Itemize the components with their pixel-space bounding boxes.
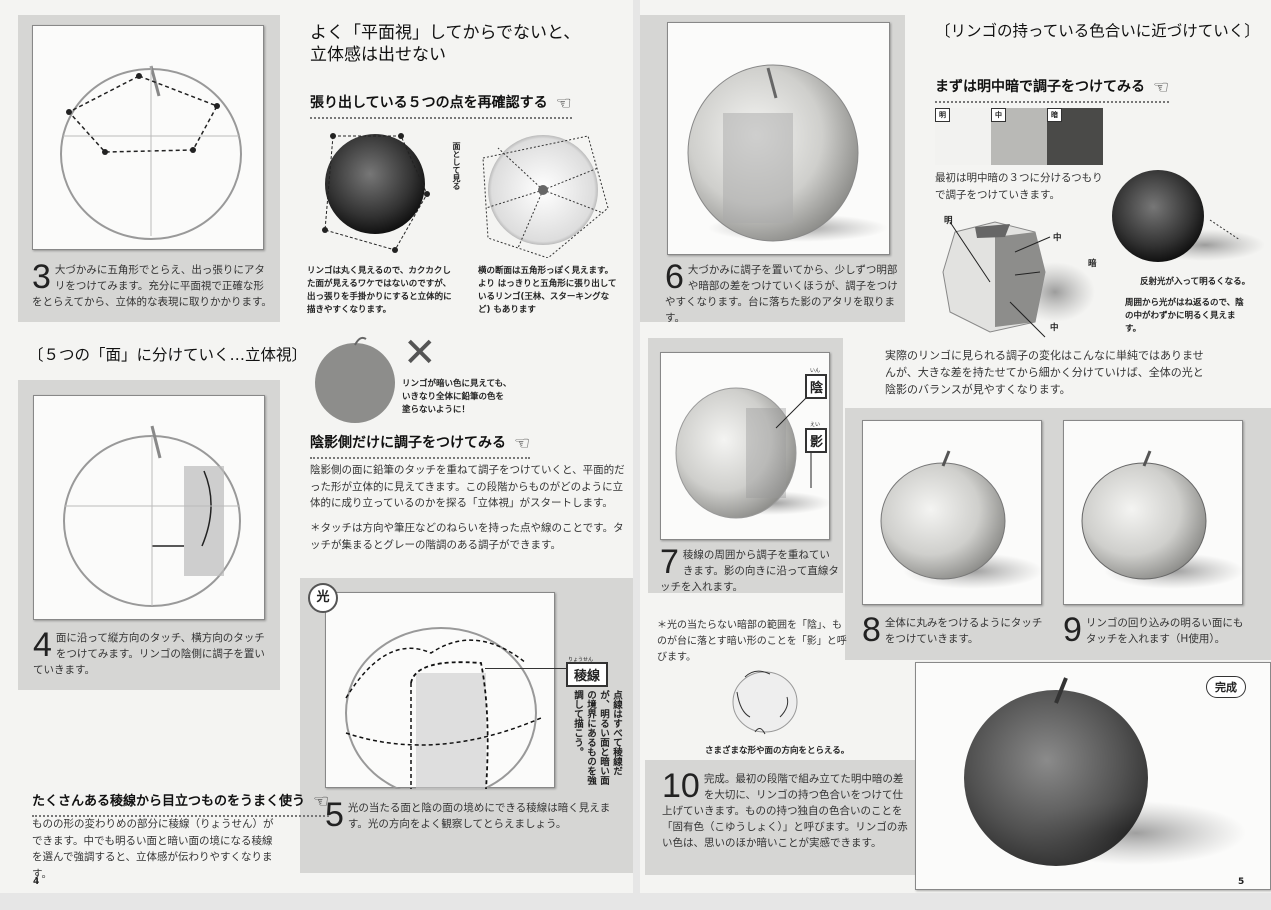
caption-cross-section: 横の断面は五角形っぽく見えます。より はっきりと五角形に張り出しているリンゴ(王… — [478, 266, 617, 315]
swatch-mid: 中 — [991, 108, 1047, 165]
step8-drawing — [862, 420, 1043, 605]
apple-top-view-photo — [322, 133, 430, 253]
pointing-hand-icon: ☜ — [514, 432, 531, 454]
five-points-heading: 張り出している５つの点を再確認する☜ — [310, 92, 572, 119]
shade-heading: 陰影側だけに調子をつけてみる☜ — [310, 432, 531, 459]
pointing-hand-icon: ☜ — [1153, 76, 1170, 98]
step3-drawing — [32, 25, 264, 250]
tone-paragraph: 実際のリンゴに見られる調子の変化はこんなに単純ではありませんが、大きな差を持たせ… — [885, 349, 1204, 396]
apple-cross-section-photo — [482, 135, 609, 258]
tone-heading: まずは明中暗で調子をつけてみる☜ — [935, 76, 1170, 103]
finished-drawing — [915, 662, 1271, 890]
tone-caption: 最初は明中暗の３つに分けるつもりで調子をつけていきます。 — [935, 172, 1103, 201]
over-shaded-apple-sketch — [315, 336, 395, 423]
faced-apple-sketch — [63, 425, 241, 607]
reflect-caption: 反射光が入って明るくなる。 — [1140, 277, 1251, 287]
shade-tag: 陰 — [805, 374, 827, 399]
swatch-dark: 暗 — [1047, 108, 1103, 165]
toned-apple-sketch — [687, 64, 888, 242]
ridge-heading: たくさんある稜線から目立つものをうまく使う☜ — [32, 790, 330, 817]
facet-label-mid: 中 — [1053, 233, 1062, 243]
direction-caption: さまざまな形や面の方向をとらえる。 — [705, 746, 850, 756]
refined-apple-sketch — [1081, 450, 1244, 589]
light-badge: 光 — [308, 583, 338, 613]
ridge-tag-ruby: りょうせん — [568, 657, 594, 663]
ridge-tag: 稜線 — [566, 662, 608, 687]
wrong-mark-icon: ✕ — [403, 330, 437, 376]
caption-warning: リンゴが暗い色に見えても、いきなり全体に鉛筆の色を塗らないように！ — [402, 379, 512, 415]
pentagon-apple-sketch — [60, 65, 242, 240]
step5-drawing — [325, 592, 555, 799]
step4-drawing — [33, 395, 265, 620]
ridge-pointer-line — [485, 668, 567, 669]
page-number-left: 4 — [33, 877, 40, 887]
tone-swatches: 明 中 暗 — [935, 108, 1103, 165]
pointing-hand-icon: ☜ — [313, 791, 330, 812]
face-label: 面として見る — [452, 142, 461, 190]
ridge-vertical-note: 点線はすべて稜線だが、明るい面と暗い面の境界にあるものを強調して描こう。 — [572, 690, 622, 785]
step6-drawing — [667, 22, 890, 255]
shade-shadow-note: ＊光の当たらない暗部の範囲を「陰」、ものが台に落とす暗い形のことを「影」と呼びま… — [657, 620, 847, 663]
facet-label-mid-lower: 中 — [1050, 323, 1059, 333]
facet-label-light: 明 — [944, 216, 953, 226]
pointing-hand-icon: ☜ — [555, 92, 572, 114]
apple-photo-reflected-light — [1112, 170, 1265, 262]
shadow-ruby: えい — [810, 422, 821, 428]
shade-note: ＊タッチは方向や筆圧などのねらいを持った点や線のことです。タッチが集まるとグレー… — [310, 522, 624, 551]
reflect-note: 周囲から光がはね返るので、陰の中がわずかに明るく見えます。 — [1125, 298, 1244, 334]
step7-drawing — [660, 352, 831, 540]
page-title: よく「平面視」してからでないと、立体感は出せない — [310, 23, 581, 65]
rounded-apple-sketch — [880, 450, 1043, 589]
section-heading-color: 〔リンゴの持っている色合いに近づけていく〕 — [935, 22, 1260, 40]
complete-badge: 完成 — [1206, 676, 1246, 698]
facet-label-dark: 暗 — [1088, 259, 1097, 269]
shade-body: 陰影側の面に鉛筆のタッチを重ねて調子をつけていくと、平面的だった形が立体的に見え… — [310, 464, 625, 509]
ridge-body: ものの形の変わりめの部分に稜線（りょうせん）ができます。中でも明るい面と暗い面の… — [32, 818, 274, 880]
page-number-right: 5 — [1238, 877, 1245, 887]
finished-apple-drawing — [964, 677, 1246, 866]
step9-drawing — [1063, 420, 1244, 605]
direction-apple-sketch — [732, 670, 798, 735]
section-heading-five-faces: 〔５つの「面」に分けていく…立体視〕 — [28, 346, 308, 364]
shade-ruby: いん — [810, 368, 821, 374]
swatch-light: 明 — [935, 108, 991, 165]
faceted-apple-sketch — [942, 221, 1095, 338]
shadow-tag: 影 — [805, 428, 827, 453]
step10-panel — [645, 760, 915, 875]
ridge-line-apple-sketch — [345, 627, 542, 799]
caption-round-apple: リンゴは丸く見えるので、カクカクした面が見えるワケではないのですが、出っ張りを手… — [307, 266, 452, 315]
